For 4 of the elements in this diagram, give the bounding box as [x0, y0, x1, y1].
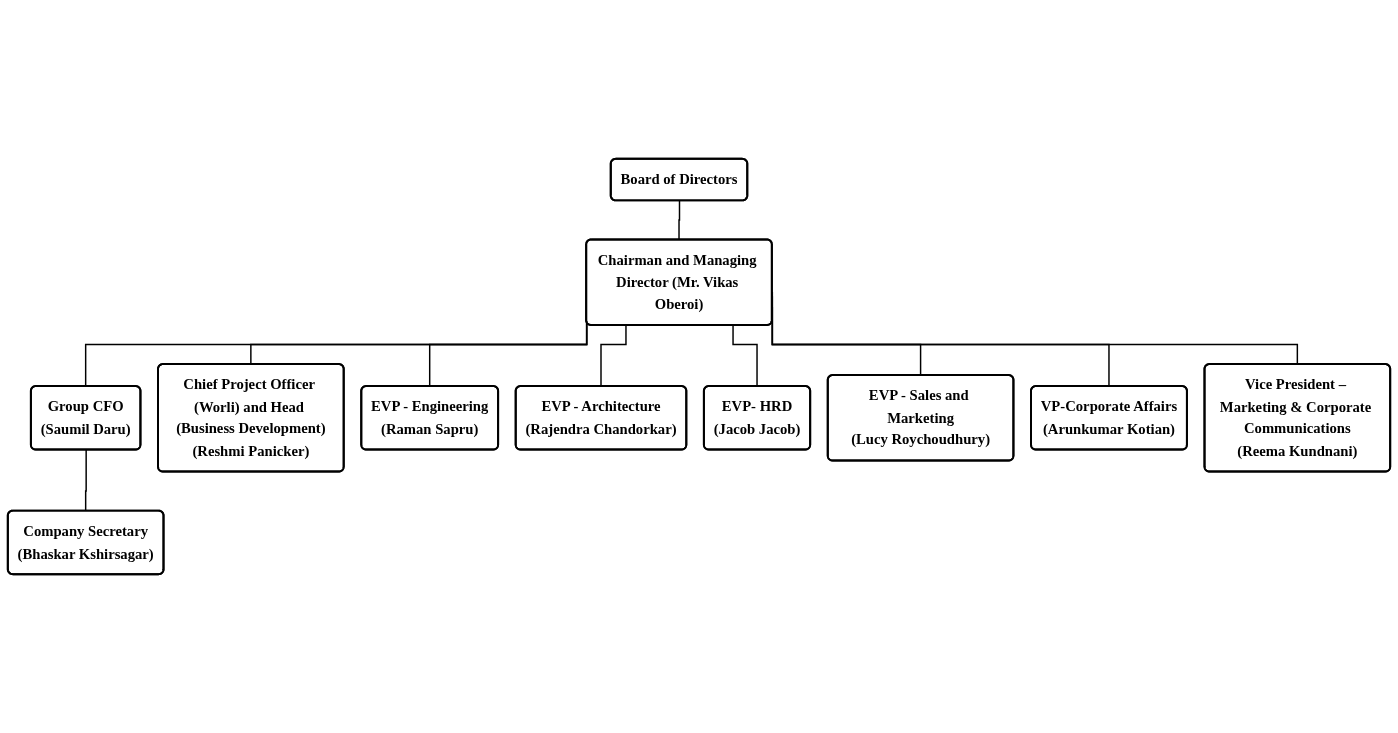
connector [84, 449, 87, 512]
connector [600, 324, 627, 388]
connector [678, 200, 681, 241]
connector [732, 324, 759, 388]
